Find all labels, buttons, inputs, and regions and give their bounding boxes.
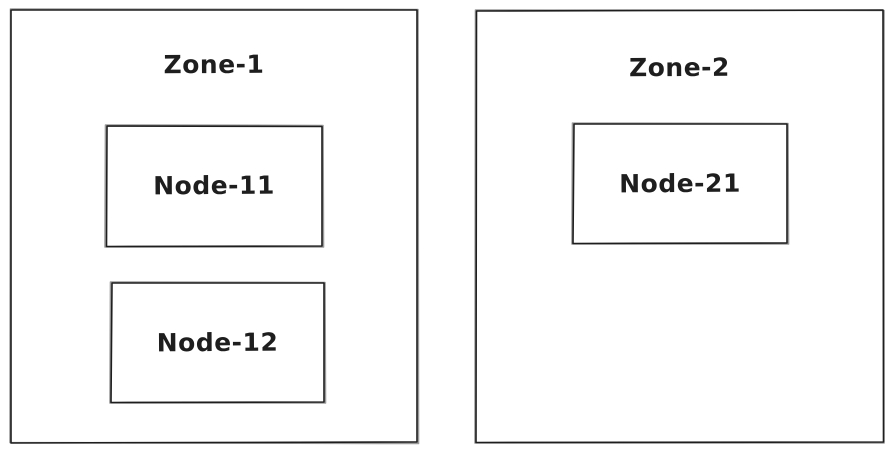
node-12-label: Node-12 [156, 327, 279, 357]
zone-1-label: Zone-1 [163, 49, 265, 80]
zone-2-label: Zone-2 [629, 52, 730, 83]
node-21-box [571, 122, 790, 245]
node-11-label: Node-11 [153, 170, 275, 201]
node-12-box [109, 281, 327, 404]
zone-2-box [474, 9, 885, 444]
zone-1-box [9, 8, 420, 445]
node-21-label: Node-21 [619, 168, 741, 198]
node-11-box [104, 124, 325, 248]
